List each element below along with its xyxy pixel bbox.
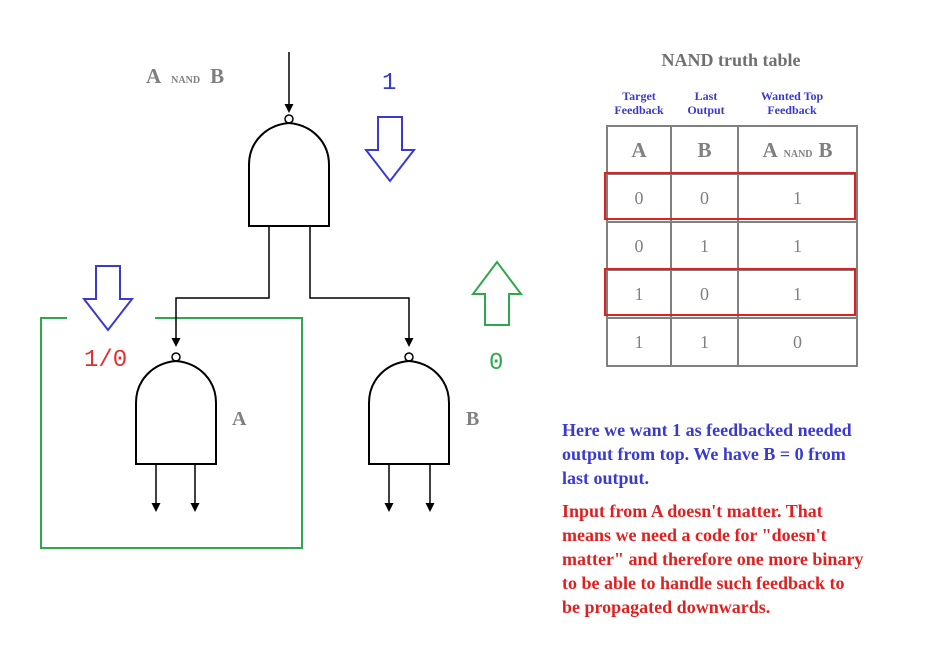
gate-title: A NAND B: [146, 64, 224, 89]
down-arrow-icon: [363, 116, 417, 183]
header-output-nand: NAND: [783, 148, 813, 160]
table-header-row: A B A NAND B: [606, 125, 858, 175]
cell-a: 1: [606, 269, 672, 319]
header-output: A NAND B: [737, 125, 858, 175]
gate-title-a: A: [146, 64, 162, 88]
truth-table-title: NAND truth table: [661, 50, 801, 70]
left-nand-gate: [135, 352, 217, 512]
note-line: Input from A doesn't matter. That: [562, 501, 823, 521]
note-line: to be able to handle such feedback to: [562, 573, 845, 593]
truth-table: A B A NAND B 0 0 1 0 1 1 1 0 1 1 1 0: [606, 125, 858, 367]
cell-b: 1: [670, 317, 739, 367]
cell-output: 1: [737, 173, 858, 223]
gate-title-b: B: [210, 64, 225, 88]
note-line: means we need a code for "doesn't: [562, 525, 827, 545]
nand-gate-icon: [135, 359, 217, 465]
gate-right-label: B: [466, 408, 480, 430]
table-row: 1 1 0: [606, 317, 858, 367]
gate-left-label: A: [232, 408, 247, 430]
feedback-loop-box: [40, 317, 303, 549]
header-b: B: [670, 125, 739, 175]
caption-last-output: Last Output: [687, 89, 725, 117]
inversion-bubble-icon: [171, 352, 181, 362]
header-output-a: A: [762, 137, 778, 162]
down-arrow-icon: [81, 265, 135, 332]
right-nand-gate: [368, 352, 450, 512]
cell-b: 0: [670, 269, 739, 319]
up-arrow-icon: [471, 260, 523, 326]
table-row: 0 0 1: [606, 173, 858, 223]
note-line: output from top. We have B = 0 from: [562, 444, 846, 464]
note-blue: Here we want 1 as feedbacked needed outp…: [562, 418, 924, 490]
header-output-b: B: [818, 137, 833, 162]
left-feedback-value: 1/0: [84, 347, 128, 374]
cell-output: 1: [737, 269, 858, 319]
gate-title-nand: NAND: [171, 75, 201, 86]
inversion-bubble-icon: [284, 114, 294, 124]
note-line: last output.: [562, 468, 650, 488]
cell-output: 1: [737, 221, 858, 271]
top-nand-gate: [171, 52, 414, 347]
row-highlight: [604, 268, 856, 316]
right-feedback-value: 0: [489, 350, 504, 377]
cell-b: 1: [670, 221, 739, 271]
cell-a: 0: [606, 221, 672, 271]
cell-a: 1: [606, 317, 672, 367]
table-row: 0 1 1: [606, 221, 858, 271]
header-a: A: [606, 125, 672, 175]
cell-a: 0: [606, 173, 672, 223]
nand-gate-icon: [248, 121, 330, 227]
row-highlight: [604, 172, 856, 220]
table-row: 1 0 1: [606, 269, 858, 319]
cell-output: 0: [737, 317, 858, 367]
top-feedback-value: 1: [382, 70, 397, 97]
note-line: matter" and therefore one more binary: [562, 549, 864, 569]
nand-gate-icon: [368, 359, 450, 465]
cell-b: 0: [670, 173, 739, 223]
note-line: be propagated downwards.: [562, 597, 771, 617]
caption-wanted-top-feedback: Wanted Top Feedback: [760, 89, 824, 117]
inversion-bubble-icon: [404, 352, 414, 362]
note-line: Here we want 1 as feedbacked needed: [562, 420, 852, 440]
caption-target-feedback: Target Feedback: [614, 89, 664, 117]
note-red: Input from A doesn't matter. That means …: [562, 499, 924, 619]
